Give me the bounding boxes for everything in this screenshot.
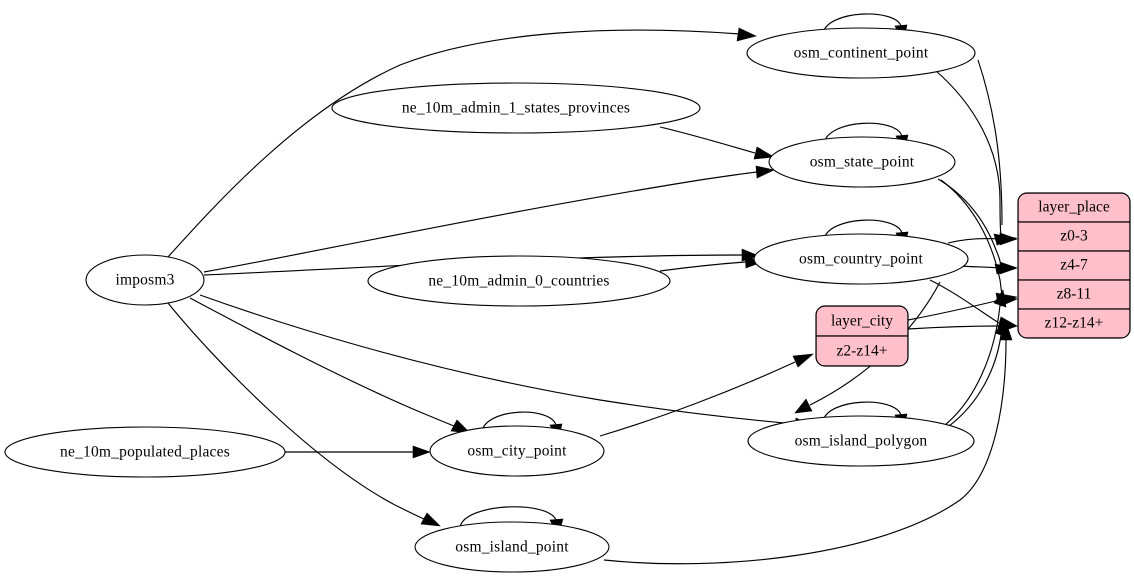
node-osm-island-point-shape[interactable] <box>414 521 610 573</box>
node-ne-populated-label: ne_10m_populated_places <box>60 444 230 461</box>
edge-imposm3-to-osm-city-point <box>189 297 455 427</box>
node-imposm3-label: imposm3 <box>115 272 174 289</box>
edge-self-loop-osm-island-polygon <box>822 401 902 422</box>
node-imposm3-shape[interactable] <box>85 254 205 306</box>
edge-osm-state-point-to-layer-place-z8-11 <box>940 179 1003 295</box>
node-osm-city-point-label: osm_city_point <box>467 443 567 460</box>
edge-imposm3-to-osm-continent-point <box>167 29 741 258</box>
record-layer-place-title: layer_place <box>1038 199 1110 216</box>
node-osm-country-point-shape[interactable] <box>753 233 969 285</box>
edge-osm-country-point-to-layer-place-z12-z14 <box>929 279 1000 324</box>
edge-osm-state-point-to-layer-place-z4-7 <box>937 178 1002 266</box>
edge-self-loop-osm-country-point <box>823 219 903 240</box>
arrowhead-ne-populated-osm-city-point <box>412 445 431 459</box>
arrowhead-layer-city-layer-place-z12-z14 <box>999 319 1018 333</box>
record-layer-city-label-z2-z14: z2-z14+ <box>837 343 888 360</box>
record-layer-place-row-z4-7[interactable] <box>1018 250 1130 281</box>
edge-imposm3-to-osm-island-polygon <box>199 294 796 425</box>
edge-osm-island-polygon-to-layer-place-z8-11 <box>944 304 1001 426</box>
arrowhead-osm-country-point-layer-place-z0-3 <box>999 232 1018 246</box>
node-osm-country-point-label: osm_country_point <box>799 251 923 268</box>
edge-ne-countries-to-osm-country-point <box>659 261 746 272</box>
arrowhead-osm-country-point-osm-island-polygon <box>794 398 813 414</box>
node-imposm3[interactable]: imposm3 <box>85 254 205 306</box>
edge-layer-city-to-layer-place-z8-11 <box>907 299 1001 321</box>
node-osm-state-point-shape[interactable] <box>768 136 956 188</box>
record-node-layer-city[interactable]: layer_city z2-z14+ <box>815 305 909 367</box>
node-osm-city-point[interactable]: osm_city_point <box>429 425 605 477</box>
edge-self-loop-osm-continent-point <box>822 13 902 34</box>
record-layer-place-label-z0-3: z0-3 <box>1060 228 1088 245</box>
node-osm-city-point-shape[interactable] <box>429 425 605 477</box>
node-osm-state-point-label: osm_state_point <box>810 154 915 171</box>
node-osm-country-point[interactable]: osm_country_point <box>753 233 969 285</box>
edge-osm-city-point-to-layer-city <box>599 361 796 437</box>
record-layer-city-title: layer_city <box>831 313 893 330</box>
node-osm-continent-point-label: osm_continent_point <box>794 45 929 62</box>
record-layer-place-label-z12-z14: z12-z14+ <box>1045 315 1104 332</box>
arrowhead-imposm3-osm-island-point <box>420 512 441 527</box>
node-osm-island-polygon-label: osm_island_polygon <box>795 433 928 450</box>
record-layer-place-outline <box>1017 192 1131 339</box>
node-osm-island-point-label: osm_island_point <box>455 539 569 556</box>
edge-ne-states-to-osm-state-point <box>659 126 756 154</box>
node-layer: imposm3 ne_10m_admin_1_states_provinces … <box>4 27 976 573</box>
node-osm-island-point[interactable]: osm_island_point <box>414 521 610 573</box>
node-ne-countries-label: ne_10m_admin_0_countries <box>428 273 609 290</box>
node-ne-states-label: ne_10m_admin_1_states_provinces <box>402 100 630 117</box>
edge-osm-island-point-to-layer-place-z12-z14 <box>603 339 1007 565</box>
record-layer-place-label-z8-11: z8-11 <box>1057 286 1092 303</box>
node-osm-continent-point[interactable]: osm_continent_point <box>746 27 976 79</box>
record-layer-place-row-z8-11[interactable] <box>1018 279 1130 310</box>
record-node-layer: layer_place z0-3 z4-7 z8-11 z12-z14+ lay… <box>815 192 1131 367</box>
record-layer-city-outline <box>815 305 909 367</box>
edge-osm-continent-point-to-layer-place-z0-3 <box>934 69 1002 237</box>
record-layer-city-row-z2-z14[interactable] <box>816 335 908 366</box>
arrowhead-osm-city-point-layer-city <box>792 353 814 368</box>
edge-imposm3-to-osm-island-point <box>167 302 425 520</box>
edge-layer-city-to-layer-place-z12-z14 <box>907 325 1001 330</box>
node-ne-10m-admin-1-states-provinces[interactable]: ne_10m_admin_1_states_provinces <box>331 82 701 134</box>
edge-self-loop-osm-city-point <box>481 411 557 432</box>
edge-osm-country-point-to-layer-place-z4-7 <box>959 265 1001 269</box>
arrowhead-osm-island-point-layer-place-z12-z14 <box>999 324 1013 341</box>
edge-continent-right-rail <box>977 59 1003 226</box>
node-osm-continent-point-shape[interactable] <box>746 27 976 79</box>
node-ne-populated-shape[interactable] <box>4 426 286 478</box>
node-osm-island-polygon-shape[interactable] <box>747 415 975 467</box>
node-ne-states-shape[interactable] <box>331 82 701 134</box>
arrowhead-ne-states-osm-state-point <box>753 146 775 160</box>
node-osm-state-point[interactable]: osm_state_point <box>768 136 956 188</box>
edge-imposm3-to-osm-state-point <box>203 171 758 273</box>
node-ne-countries-shape[interactable] <box>367 255 671 307</box>
record-layer-place-label-z4-7: z4-7 <box>1060 257 1088 274</box>
node-osm-island-polygon[interactable]: osm_island_polygon <box>747 415 975 467</box>
arrowhead-imposm3-osm-state-point <box>755 165 775 179</box>
node-ne-10m-admin-0-countries[interactable]: ne_10m_admin_0_countries <box>367 255 671 307</box>
record-node-layer-place[interactable]: layer_place z0-3 z4-7 z8-11 z12-z14+ <box>1017 192 1131 339</box>
node-ne-10m-populated-places[interactable]: ne_10m_populated_places <box>4 426 286 478</box>
edge-self-loop-osm-island-point <box>459 506 557 528</box>
record-layer-place-row-z12-z14[interactable] <box>1018 308 1130 338</box>
arrowhead-imposm3-osm-continent-point <box>736 27 757 42</box>
edge-osm-island-polygon-to-layer-place-z12-z14 <box>948 334 1002 427</box>
arrowhead-layer-city-layer-place-z8-11 <box>998 293 1018 307</box>
edge-self-loop-osm-state-point <box>823 122 903 144</box>
arrowhead-osm-country-point-layer-place-z4-7 <box>999 261 1018 275</box>
edge-osm-country-point-to-layer-place-z0-3 <box>947 237 1001 244</box>
